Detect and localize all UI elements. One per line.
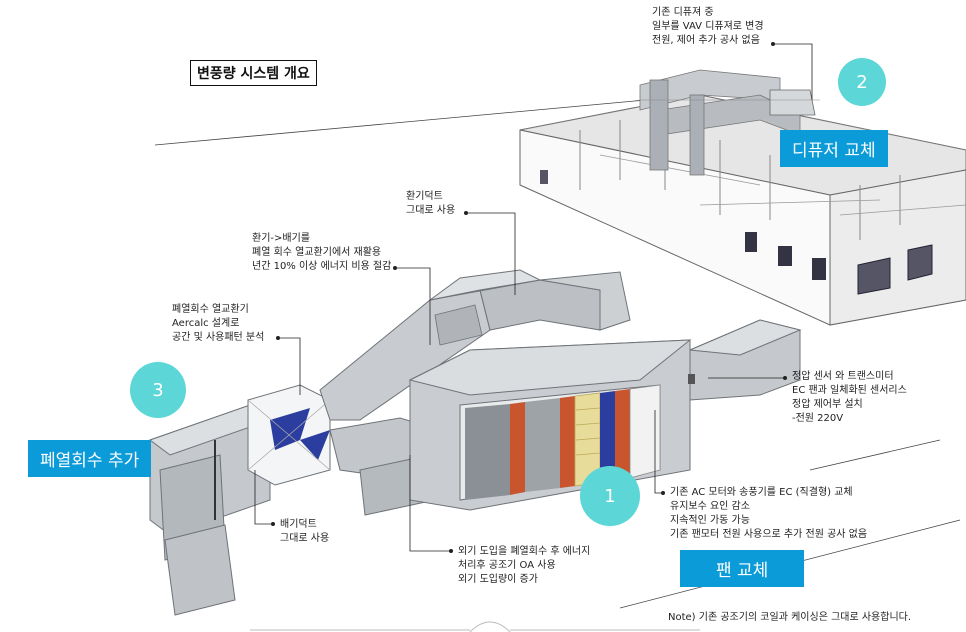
heat-recovery-exchanger xyxy=(247,384,331,486)
badge-three: 3 xyxy=(130,362,186,418)
note-line: 기존 디퓨져 중 xyxy=(652,7,714,18)
note-line: 정압 센서 와 트랜스미터 xyxy=(792,371,894,382)
note-line: 정압 제어부 설치 xyxy=(792,399,863,410)
ventilation-duct xyxy=(319,269,631,421)
leader-dots xyxy=(271,42,787,553)
guide-line xyxy=(809,439,941,471)
leader-lines xyxy=(254,43,813,552)
page-marker xyxy=(469,621,511,632)
note-line: 그대로 사용 xyxy=(406,205,456,216)
note-sensor: 정압 센서 와 트랜스미터 EC 팬과 일체화된 센서리스 정압 제어부 설치 … xyxy=(792,370,907,426)
note-fan-replace: 기존 AC 모터와 송풍기를 EC (직결형) 교체 유지보수 요인 감소 지속… xyxy=(670,486,867,542)
page-title: 변풍량 시스템 개요 xyxy=(190,60,317,86)
exhaust-duct xyxy=(148,404,272,616)
guide-line xyxy=(154,94,701,146)
supply-duct xyxy=(688,319,802,401)
note-line: 전원, 제어 추가 공사 없음 xyxy=(652,35,760,46)
note-exhaust-to-recovery: 환기->배기를 폐열 회수 열교환기에서 재활용 년간 10% 이상 에너지 비… xyxy=(252,232,391,274)
footnote: Note) 기존 공조기의 코일과 케이싱은 그대로 사용합니다. xyxy=(668,612,912,623)
banner-heat-recovery: 폐열회수 추가 xyxy=(28,440,152,477)
ceiling-duct-network xyxy=(639,69,820,176)
note-line: 처리후 공조기 OA 사용 xyxy=(458,560,556,571)
building-floorplan xyxy=(519,94,966,326)
banner-diffuser: 디퓨저 교체 xyxy=(780,130,888,167)
note-line: 외기 도입량이 증가 xyxy=(458,574,538,585)
note-line: -전원 220V xyxy=(792,413,844,424)
note-line: 공간 및 사용패턴 분석 xyxy=(172,332,265,343)
note-line: 배기덕트 xyxy=(280,519,317,530)
note-recovery-unit: 폐열회수 열교환기 Aercalc 설계로 공간 및 사용패턴 분석 xyxy=(172,303,264,345)
note-line: EC 팬과 일체화된 센서리스 xyxy=(792,385,907,396)
pressure-sensor-icon xyxy=(688,374,695,384)
note-line: 폐열회수 열교환기 xyxy=(172,304,249,315)
note-line: 기존 AC 모터와 송풍기를 EC (직결형) 교체 xyxy=(670,487,853,498)
banner-fan: 팬 교체 xyxy=(680,550,805,587)
badge-one: 1 xyxy=(580,466,640,526)
note-line: 폐열 회수 열교환기에서 재활용 xyxy=(252,247,382,258)
note-line: Aercalc 설계로 xyxy=(172,318,240,329)
note-line: 그대로 사용 xyxy=(280,533,330,544)
air-handling-unit xyxy=(408,339,692,511)
note-line: 년간 10% 이상 에너지 비용 절감 xyxy=(252,261,392,272)
note-outdoor-air: 외기 도입을 폐열회수 후 에너지 처리후 공조기 OA 사용 외기 도입량이 … xyxy=(458,545,590,587)
note-line: 유지보수 요인 감소 xyxy=(670,501,750,512)
note-ventilation-duct: 환기덕트 그대로 사용 xyxy=(406,190,455,218)
note-line: 외기 도입을 폐열회수 후 에너지 xyxy=(458,546,591,557)
note-exhaust-duct: 배기덕트 그대로 사용 xyxy=(280,518,329,546)
note-line: 지속적인 가동 가능 xyxy=(670,515,750,526)
note-diffuser: 기존 디퓨져 중 일부를 VAV 디퓨져로 변경 전원, 제어 추가 공사 없음 xyxy=(652,6,764,48)
note-line: 환기->배기를 xyxy=(252,233,310,244)
badge-two: 2 xyxy=(838,58,886,106)
note-line: 환기덕트 xyxy=(406,191,443,202)
note-line: 기존 팬모터 전원 사용으로 추가 전원 공사 없음 xyxy=(670,529,868,540)
note-line: 일부를 VAV 디퓨져로 변경 xyxy=(652,21,764,32)
